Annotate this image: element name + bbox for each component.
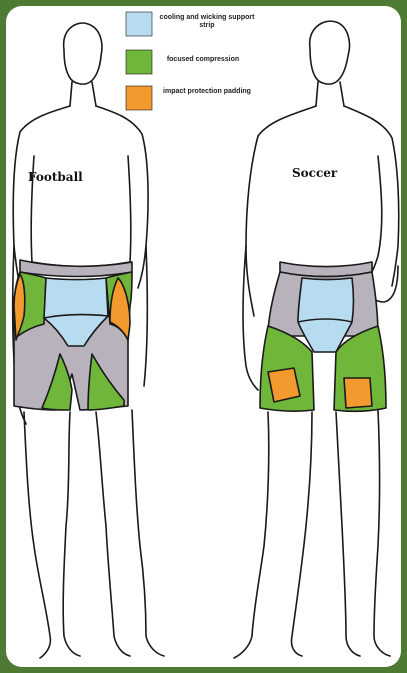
football-shorts bbox=[14, 260, 132, 410]
soccer-torso-right bbox=[344, 106, 399, 286]
football-label: Football bbox=[28, 170, 83, 184]
football-head bbox=[64, 23, 102, 84]
soccer-leg-left bbox=[234, 412, 269, 658]
legend-swatch-orange bbox=[126, 86, 152, 110]
soccer-orange-left bbox=[268, 368, 300, 402]
diagram-svg bbox=[6, 6, 401, 667]
diagram-panel: cooling and wicking support strip focuse… bbox=[6, 6, 401, 667]
legend-label-impact: impact protection padding bbox=[152, 88, 262, 96]
soccer-orange-right bbox=[344, 378, 372, 408]
football-leg-left-inner bbox=[63, 412, 80, 656]
football-waistband bbox=[20, 260, 132, 277]
soccer-leg-right bbox=[374, 410, 390, 656]
soccer-shorts bbox=[260, 262, 386, 411]
legend-label-cooling: cooling and wicking support strip bbox=[152, 14, 262, 30]
football-leg-right-inner bbox=[96, 412, 130, 656]
football-arm-right-outer bbox=[144, 246, 147, 386]
football-leg-right bbox=[132, 410, 164, 656]
legend-swatch-blue bbox=[126, 12, 152, 36]
football-neck bbox=[70, 82, 96, 106]
soccer-label: Soccer bbox=[292, 166, 337, 180]
football-arm-right-inner bbox=[128, 156, 131, 262]
legend-label-compression: focused compression bbox=[148, 56, 258, 64]
soccer-head bbox=[310, 21, 350, 84]
soccer-leg-right-inner bbox=[336, 412, 360, 656]
soccer-arm-left-outer bbox=[243, 246, 258, 390]
soccer-blue-strip bbox=[298, 278, 354, 352]
soccer-neck bbox=[316, 82, 344, 106]
football-torso-right bbox=[96, 106, 148, 288]
football-leg-left bbox=[24, 412, 50, 658]
soccer-leg-left-inner bbox=[291, 412, 312, 656]
